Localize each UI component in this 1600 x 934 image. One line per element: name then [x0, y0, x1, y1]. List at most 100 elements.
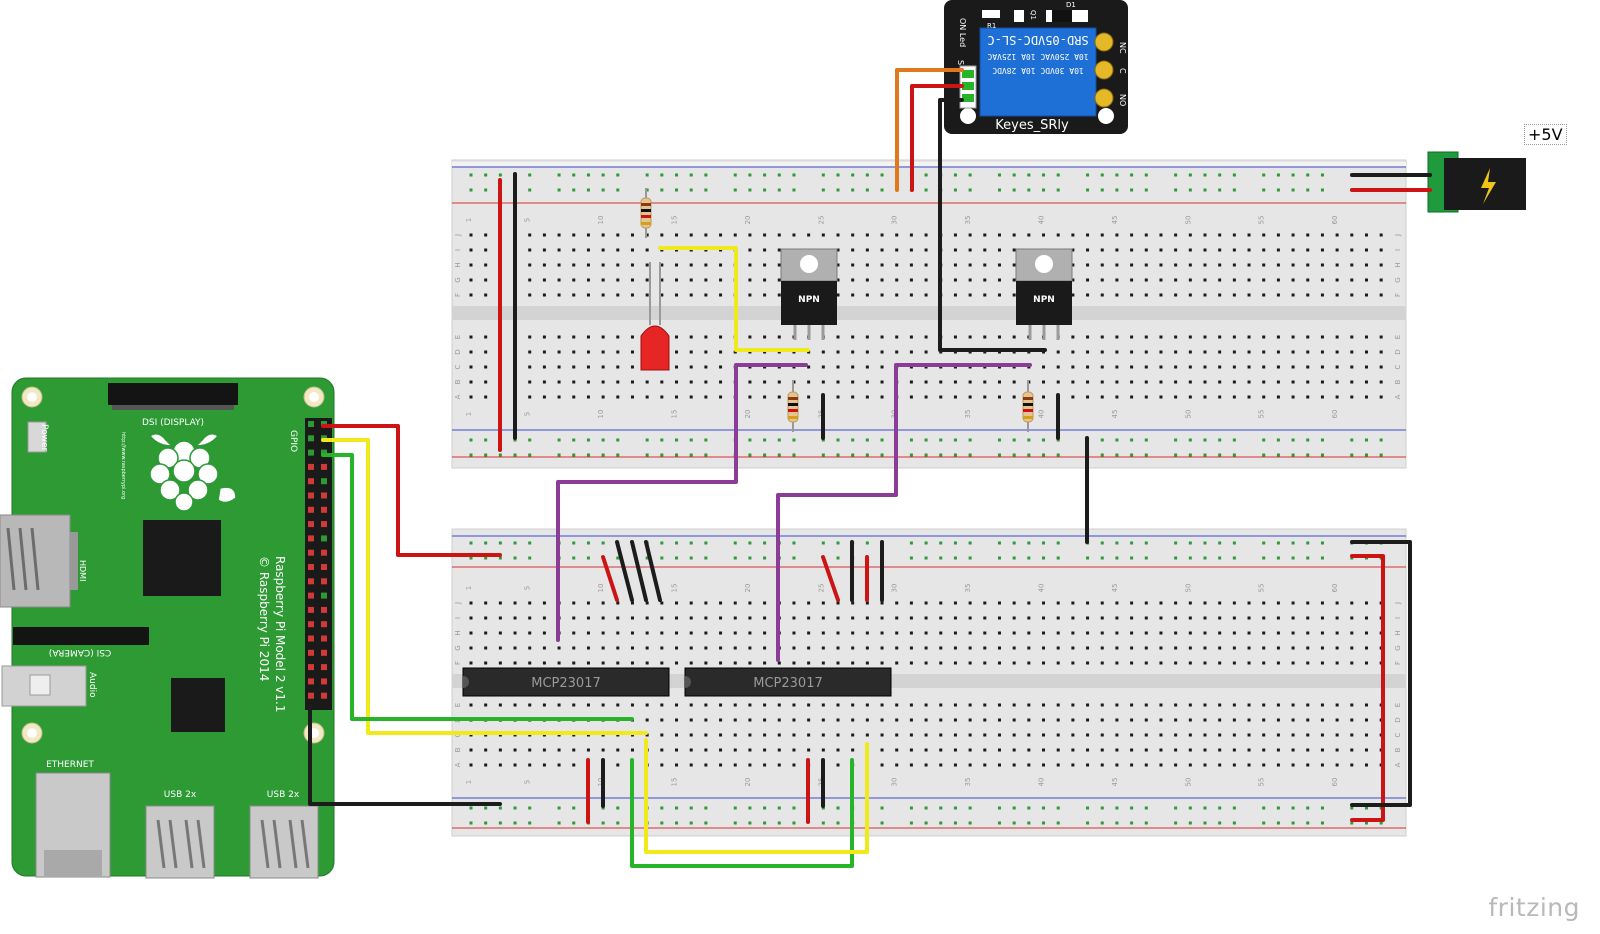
breadboard-column-label: 35 [964, 216, 972, 225]
gpio-pin [308, 421, 314, 427]
gpio-pin [308, 692, 314, 699]
breadboard-row-label: G [454, 645, 462, 650]
gpio-pin [321, 578, 327, 585]
breadboard-row-label: A [454, 394, 462, 399]
breadboard-column-label: 60 [1331, 778, 1339, 787]
relay-rating-1: 10A 250VAC 10A 125VAC [987, 52, 1088, 61]
gpio-pin [321, 678, 327, 685]
breadboard-column-label: 10 [597, 410, 605, 419]
relay-model: SRD-05VDC-SL-C [987, 33, 1088, 47]
breadboard-row-label: E [454, 335, 462, 339]
breadboard-column-label: 40 [1038, 584, 1046, 593]
wire-purple-2 [776, 363, 1032, 662]
breadboard-column-label: 15 [671, 216, 679, 225]
breadboard-column-label: 50 [1184, 216, 1192, 225]
breadboard-column-label: 30 [891, 584, 899, 593]
breadboard-column-label: 40 [1038, 216, 1046, 225]
ethernet-label: ETHERNET [46, 760, 94, 770]
breadboard-row-label: I [454, 617, 462, 619]
breadboard-column-label: 20 [744, 410, 752, 419]
breadboard-row-label: C [1394, 732, 1402, 737]
breadboard-column-label: 35 [964, 410, 972, 419]
gpio-pin [308, 635, 314, 642]
gpio-pin [321, 463, 327, 470]
gpio-header [305, 418, 332, 710]
breadboard-row-label: D [1394, 349, 1402, 354]
wire-ic1-red-a [601, 555, 619, 602]
ic2-label: MCP23017 [753, 676, 823, 691]
relay-name: Keyes_SRly [995, 118, 1069, 133]
breadboard-column-label: 1 [465, 586, 473, 590]
breadboard-row-label: I [1394, 249, 1402, 251]
breadboard-row-label: E [1394, 703, 1402, 707]
wire-led-yellow [658, 246, 810, 352]
gpio-pin [308, 606, 314, 613]
breadboard-column-label: 30 [891, 216, 899, 225]
dsi-label: DSI (DISPLAY) [142, 418, 204, 428]
breadboard-column-label: 60 [1331, 584, 1339, 593]
breadboard-top: 1155101015152020252530303535404045455050… [451, 159, 1407, 469]
gpio-pin [321, 692, 327, 699]
wire-pi-red [321, 424, 502, 557]
breadboard-row-label: H [454, 262, 462, 267]
breadboard-row-label: B [1394, 747, 1402, 752]
gpio-pin [308, 463, 314, 470]
relay-rating-2: 10A 30VDC 10A 28VDC [992, 66, 1084, 75]
wire-relay-red [910, 84, 964, 192]
breadboard-column-label: 20 [744, 778, 752, 787]
breadboard-column-label: 45 [1111, 410, 1119, 419]
gpio-pin [308, 492, 314, 499]
gpio-pin [308, 506, 314, 513]
gpio-pin [308, 564, 314, 570]
breadboard-column-label: 5 [524, 412, 532, 416]
mcp23017-chip-1: MCP23017 [462, 667, 670, 697]
relay-onled: ON Led [958, 18, 967, 47]
breadboard-column-label: 5 [524, 218, 532, 222]
breadboard-column-label: 50 [1184, 410, 1192, 419]
breadboard-row-label: I [1394, 617, 1402, 619]
led-red [640, 262, 670, 371]
t2-label: NPN [1033, 295, 1055, 305]
gpio-pin [308, 664, 314, 671]
mcp23017-chip-2: MCP23017 [684, 667, 892, 697]
breadboard-column-label: 50 [1184, 778, 1192, 787]
gpio-pin [308, 435, 314, 442]
relay-s: S [956, 60, 965, 65]
breadboard-column-label: 25 [817, 584, 825, 593]
breadboard-column-label: 35 [964, 778, 972, 787]
transistor-t2: NPN [1015, 248, 1073, 340]
gpio-label: GPIO [288, 430, 298, 452]
gpio-pin [321, 492, 327, 499]
wire-pi-green [321, 453, 634, 721]
gpio-pin [321, 549, 327, 556]
breadboard-row-label: F [1394, 293, 1402, 297]
breadboard-column-label: 35 [964, 584, 972, 593]
wire-bot-yellow [644, 738, 869, 854]
usb1-label: USB 2x [164, 790, 197, 800]
breadboard-row-label: J [454, 602, 462, 605]
breadboard-row-label: J [1394, 602, 1402, 605]
resistor-led [640, 188, 652, 238]
t1-label: NPN [798, 295, 820, 305]
breadboard-row-label: H [454, 630, 462, 635]
breadboard-column-label: 1 [465, 218, 473, 222]
power-jack [1427, 151, 1526, 213]
breadboard-column-label: 40 [1038, 778, 1046, 787]
breadboard-column-label: 15 [671, 410, 679, 419]
raspberry-logo [148, 433, 237, 512]
wire-relay-black [938, 98, 1047, 352]
wire-right-red [1350, 554, 1385, 822]
breadboard-row-label: B [1394, 379, 1402, 384]
breadboard-row-label: A [1394, 394, 1402, 399]
relay-c: C [1118, 68, 1127, 74]
breadboard-row-label: F [454, 661, 462, 665]
gpio-pin [308, 478, 314, 485]
gpio-pin [308, 449, 314, 456]
breadboard-row-label: G [1394, 645, 1402, 650]
breadboard-column-label: 55 [1258, 584, 1266, 593]
gpio-pin [321, 521, 327, 528]
breadboard-column-label: 40 [1038, 410, 1046, 419]
wire-bot-green [630, 758, 854, 868]
wire-ic1-black-c [644, 540, 662, 602]
